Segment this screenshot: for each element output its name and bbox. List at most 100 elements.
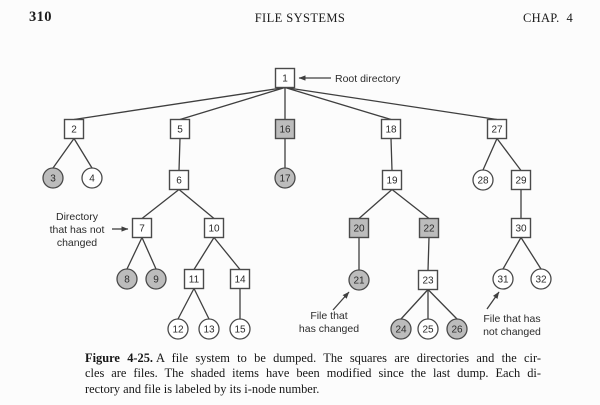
node-label-19: 19 — [386, 176, 398, 187]
edge-7-8 — [126, 237, 143, 270]
node-8-file: 8 — [116, 268, 138, 290]
file-circle-31 — [492, 268, 514, 290]
file-circle-9 — [145, 268, 167, 290]
node-label-25: 25 — [422, 325, 434, 336]
edge-19-22 — [391, 188, 430, 220]
directory-box-22 — [418, 217, 440, 239]
directory-box-23 — [417, 269, 439, 291]
file-circle-3 — [42, 167, 64, 189]
file-circle-26 — [446, 318, 468, 340]
node-16-directory: 16 — [274, 118, 296, 140]
tree-edges — [52, 86, 542, 320]
file-circle-4 — [81, 167, 103, 189]
edge-5-6 — [178, 138, 181, 171]
directory-box-29 — [510, 169, 532, 191]
node-29-directory: 29 — [510, 169, 532, 191]
file-not-changed-label-line-1: File that has — [483, 313, 540, 325]
node-28-file: 28 — [472, 169, 494, 191]
node-2-directory: 2 — [63, 118, 85, 140]
node-19-directory: 19 — [381, 169, 403, 191]
caption-line-3: rectory and file is labeled by its i-nod… — [85, 381, 320, 396]
file-circle-25 — [417, 318, 439, 340]
edge-7-9 — [141, 237, 157, 270]
node-22-directory: 22 — [418, 217, 440, 239]
node-label-10: 10 — [208, 224, 220, 235]
file-circle-28 — [472, 169, 494, 191]
node-label-21: 21 — [353, 276, 365, 287]
node-label-16: 16 — [279, 125, 291, 136]
directory-box-2 — [63, 118, 85, 140]
node-31-file: 31 — [492, 268, 514, 290]
page-header: 310 FILE SYSTEMS CHAP. 4 — [0, 0, 600, 34]
edge-11-13 — [193, 288, 210, 320]
edge-30-32 — [520, 237, 542, 270]
node-label-7: 7 — [139, 224, 145, 235]
directory-box-1 — [274, 67, 296, 89]
node-7-directory: 7 — [131, 217, 153, 239]
node-label-23: 23 — [422, 276, 434, 287]
directory-not-changed-label-line-2: that has not — [50, 224, 105, 236]
running-head: FILE SYSTEMS — [254, 11, 346, 25]
node-label-24: 24 — [395, 325, 407, 336]
directory-not-changed-label-line-1: Directory — [56, 211, 99, 223]
node-label-27: 27 — [491, 125, 503, 136]
node-24-file: 24 — [390, 318, 412, 340]
node-11-directory: 11 — [183, 268, 205, 290]
page-number: 310 — [29, 9, 52, 25]
directory-box-16 — [274, 118, 296, 140]
file-not-changed-label-line-2: not changed — [483, 326, 541, 338]
root-directory-label-line-1: Root directory — [335, 73, 401, 85]
edge-27-28 — [482, 138, 498, 171]
node-10-directory: 10 — [203, 217, 225, 239]
node-12-file: 12 — [167, 318, 189, 340]
node-label-12: 12 — [172, 325, 184, 336]
node-5-directory: 5 — [169, 118, 191, 140]
node-label-11: 11 — [189, 275, 200, 286]
edge-23-24 — [400, 289, 429, 320]
node-label-18: 18 — [385, 125, 397, 136]
edge-22-23 — [427, 237, 430, 271]
caption-line-1-text: A file system to be dumped. The squares … — [156, 351, 541, 365]
node-label-28: 28 — [477, 176, 489, 187]
node-3-file: 3 — [42, 167, 64, 189]
node-17-file: 17 — [274, 167, 296, 189]
edge-30-31 — [502, 237, 522, 270]
node-label-15: 15 — [234, 325, 246, 336]
directory-box-27 — [486, 118, 508, 140]
node-label-13: 13 — [203, 325, 215, 336]
node-label-22: 22 — [423, 224, 435, 235]
node-label-32: 32 — [535, 275, 547, 286]
node-label-3: 3 — [50, 174, 56, 185]
directory-box-10 — [203, 217, 225, 239]
edge-6-10 — [178, 188, 215, 220]
node-6-directory: 6 — [168, 169, 190, 191]
root-directory-label: Root directory — [335, 73, 401, 85]
node-15-file: 15 — [229, 318, 251, 340]
file-changed-label-line-2: has changed — [299, 323, 359, 335]
edge-1-27 — [284, 86, 498, 121]
edge-11-12 — [177, 288, 195, 320]
node-label-4: 4 — [89, 174, 95, 185]
directory-box-19 — [381, 169, 403, 191]
directory-box-11 — [183, 268, 205, 290]
node-label-2: 2 — [71, 125, 77, 136]
file-circle-15 — [229, 318, 251, 340]
figure-caption: Figure 4-25.A file system to be dumped. … — [85, 351, 541, 397]
file-circle-17 — [274, 167, 296, 189]
edge-23-26 — [427, 289, 458, 320]
edge-19-20 — [358, 189, 393, 219]
node-label-17: 17 — [279, 174, 291, 185]
directory-box-14 — [229, 268, 251, 290]
node-9-file: 9 — [145, 268, 167, 290]
edge-6-7 — [141, 188, 180, 220]
file-changed-arrow — [332, 291, 350, 311]
node-26-file: 26 — [446, 318, 468, 340]
directory-box-18 — [380, 118, 402, 140]
directory-not-changed-label-line-3: changed — [57, 237, 97, 249]
edge-1-2 — [73, 86, 286, 121]
file-not-changed-arrow — [486, 291, 500, 310]
